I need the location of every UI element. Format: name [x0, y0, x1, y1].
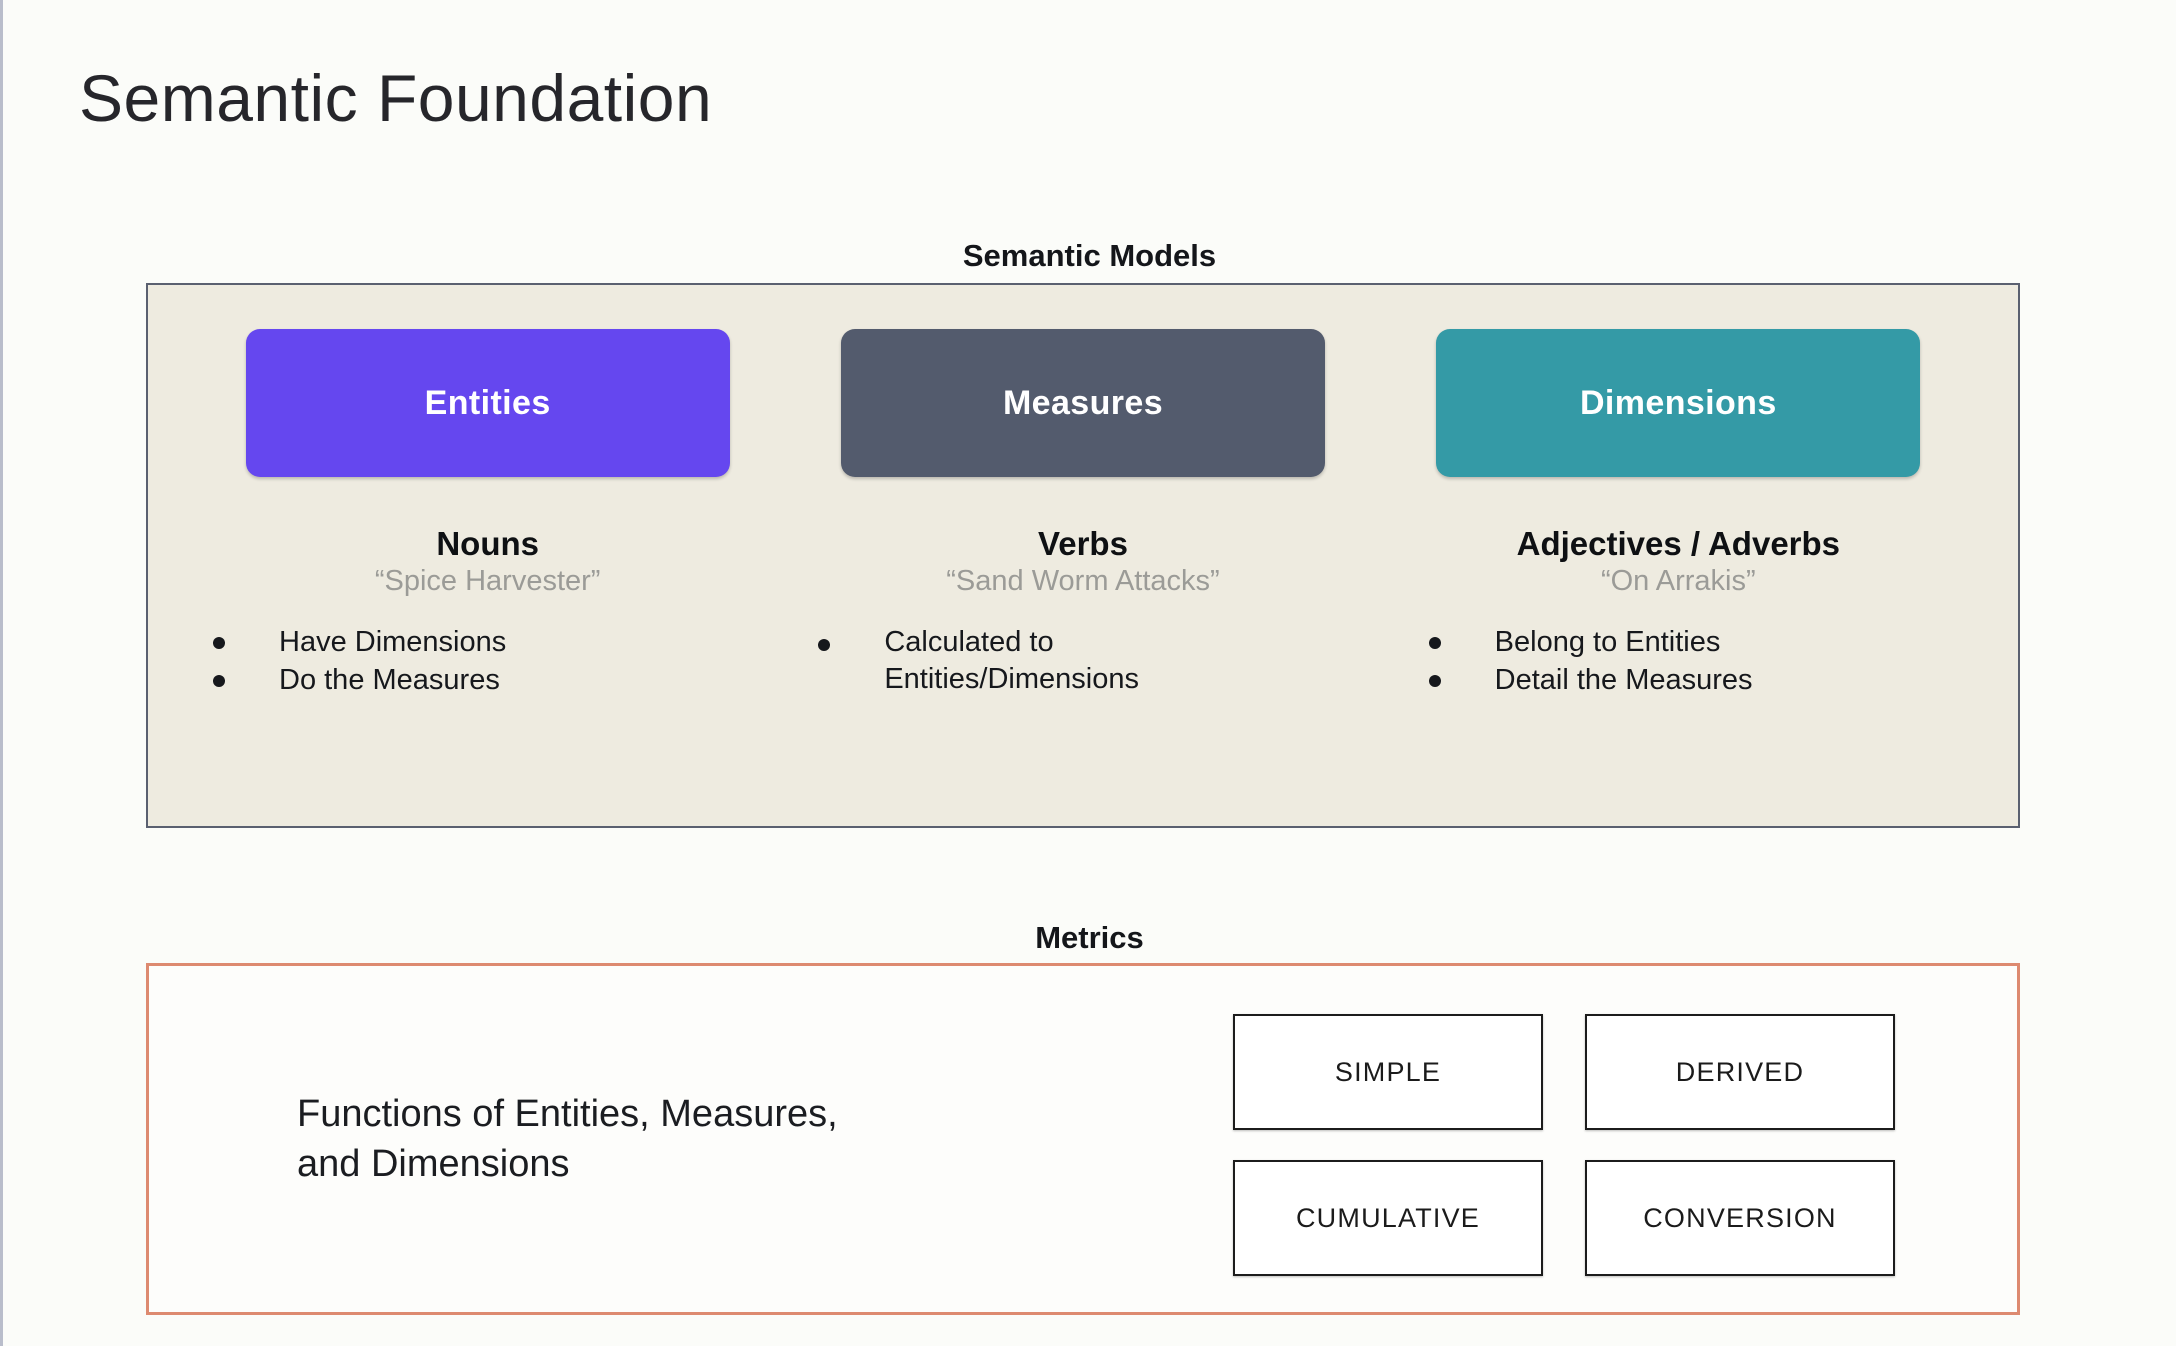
bullet-dot-icon	[1428, 674, 1441, 687]
metric-type-grid: SIMPLE DERIVED CUMULATIVE CONVERSION	[1233, 1014, 1895, 1276]
metric-type-cumulative[interactable]: CUMULATIVE	[1233, 1160, 1543, 1276]
bullet-text: Belong to Entities	[1494, 625, 1721, 658]
chip-measures[interactable]: Measures	[840, 329, 1325, 477]
bullet-list-measures: Calculated to Entities/Dimensions	[772, 624, 1393, 699]
metric-type-conversion[interactable]: CONVERSION	[1585, 1160, 1895, 1276]
bullet-dot-icon	[213, 674, 225, 687]
semantic-models-heading: Semantic Models	[962, 238, 1217, 273]
bullet-text: Detail the Measures	[1494, 663, 1753, 696]
semantic-models-columns: Entities Nouns “Spice Harvester” Have Di…	[148, 285, 2018, 826]
example-measures: “Sand Worm Attacks”	[946, 564, 1220, 597]
list-item: Belong to Entities	[1428, 624, 2004, 661]
bullet-dot-icon	[1428, 636, 1441, 649]
page-title: Semantic Foundation	[79, 61, 713, 135]
bullet-list-dimensions: Belong to Entities Detail the Measures	[1353, 624, 2004, 700]
part-of-speech-entities: Nouns	[436, 525, 539, 562]
metrics-description: Functions of Entities, Measures, and Dim…	[297, 1092, 838, 1185]
semantic-column-dimensions: Dimensions Adjectives / Adverbs “On Arra…	[1381, 329, 1976, 826]
list-item: Do the Measures	[213, 662, 788, 699]
bullet-dot-icon	[818, 638, 831, 651]
bullet-text: Do the Measures	[279, 663, 500, 696]
example-entities: “Spice Harvester”	[374, 564, 601, 597]
bullet-text: Have Dimensions	[279, 625, 507, 658]
bullet-text: Calculated to Entities/Dimensions	[884, 625, 1139, 695]
metric-type-derived[interactable]: DERIVED	[1585, 1014, 1895, 1130]
metrics-heading: Metrics	[1035, 920, 1144, 955]
bullet-list-entities: Have Dimensions Do the Measures	[187, 624, 788, 700]
part-of-speech-measures: Verbs	[1038, 525, 1128, 562]
chip-dimensions[interactable]: Dimensions	[1436, 329, 1921, 477]
list-item: Calculated to Entities/Dimensions	[818, 624, 1393, 698]
semantic-models-panel: Entities Nouns “Spice Harvester” Have Di…	[146, 283, 2020, 828]
metrics-panel: Functions of Entities, Measures, and Dim…	[146, 963, 2020, 1315]
chip-entities[interactable]: Entities	[245, 329, 730, 477]
semantic-column-measures: Measures Verbs “Sand Worm Attacks” Calcu…	[785, 329, 1380, 826]
part-of-speech-dimensions: Adjectives / Adverbs	[1516, 525, 1841, 562]
example-dimensions: “On Arrakis”	[1600, 564, 1756, 597]
semantic-column-entities: Entities Nouns “Spice Harvester” Have Di…	[190, 329, 785, 826]
list-item: Detail the Measures	[1428, 662, 2004, 699]
bullet-dot-icon	[213, 636, 225, 649]
list-item: Have Dimensions	[213, 624, 788, 661]
metric-type-simple[interactable]: SIMPLE	[1233, 1014, 1543, 1130]
